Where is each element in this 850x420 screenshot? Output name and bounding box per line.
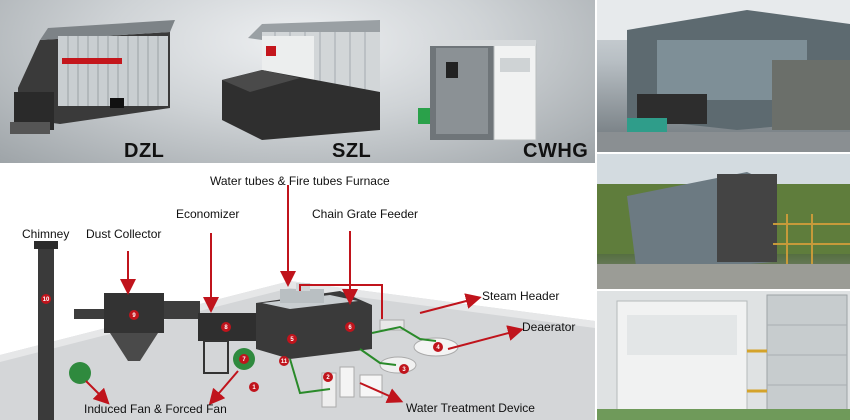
marker-3 [399, 364, 409, 374]
marker-1 [249, 382, 259, 392]
boiler-system-diagram: 10 9 8 5 6 7 11 1 2 3 4 Water tubes & Fi… [0, 163, 595, 420]
marker-7-text: 7 [242, 357, 246, 363]
marker-10 [41, 294, 51, 304]
chimney-stack [38, 245, 54, 420]
marker-1-text: 1 [252, 385, 256, 391]
marker-7 [239, 354, 249, 364]
label-dust-collector: Dust Collector [86, 227, 162, 241]
marker-4 [433, 342, 443, 352]
label-water-treatment: Water Treatment Device [406, 401, 535, 415]
label-steam-header: Steam Header [482, 289, 560, 303]
label-economizer: Economizer [176, 207, 240, 221]
model-label-szl: SZL [332, 140, 372, 162]
label-fans: Induced Fan & Forced Fan [84, 402, 227, 416]
label-deaerator: Deaerator [522, 320, 576, 334]
photo-installed-boiler-1 [597, 0, 850, 152]
induced-fan [69, 362, 91, 384]
marker-2-text: 2 [326, 375, 330, 381]
model-label-cwhg: CWHG [523, 140, 589, 162]
marker-5-text: 5 [290, 337, 294, 343]
marker-9 [129, 310, 139, 320]
dzl-boiler-image [10, 20, 175, 134]
marker-6-text: 6 [348, 325, 352, 331]
marker-2 [323, 372, 333, 382]
szl-boiler-image [222, 20, 380, 140]
marker-10-text: 10 [43, 297, 50, 303]
boiler-body [256, 283, 372, 359]
marker-8-text: 8 [224, 325, 228, 331]
marker-6 [345, 322, 355, 332]
marker-3-text: 3 [402, 367, 406, 373]
callout-arrows [85, 185, 524, 406]
photo-1-illustration [597, 0, 850, 152]
label-chimney: Chimney [22, 227, 70, 241]
label-furnace: Water tubes & Fire tubes Furnace [210, 174, 390, 188]
photo-3-illustration [597, 291, 850, 420]
marker-11 [279, 356, 289, 366]
photo-installed-boiler-2 [597, 154, 850, 289]
piping [289, 325, 437, 395]
cwhg-boiler-image [418, 40, 537, 141]
marker-8 [221, 322, 231, 332]
marker-11-text: 11 [281, 359, 288, 365]
model-label-dzl: DZL [124, 140, 165, 162]
system-illustration: 10 9 8 5 6 7 11 1 2 3 4 [0, 185, 595, 420]
component-markers: 10 9 8 5 6 7 11 1 2 3 4 [41, 294, 443, 392]
marker-5 [287, 334, 297, 344]
marker-4-text: 4 [436, 345, 440, 351]
photo-installed-boiler-3 [597, 291, 850, 420]
boiler-models-illustration [10, 20, 537, 141]
marker-9-text: 9 [132, 313, 136, 319]
photo-2-illustration [597, 154, 850, 289]
label-chain-grate-feeder: Chain Grate Feeder [312, 207, 419, 221]
product-banner: DZL SZL CWHG [0, 0, 595, 163]
